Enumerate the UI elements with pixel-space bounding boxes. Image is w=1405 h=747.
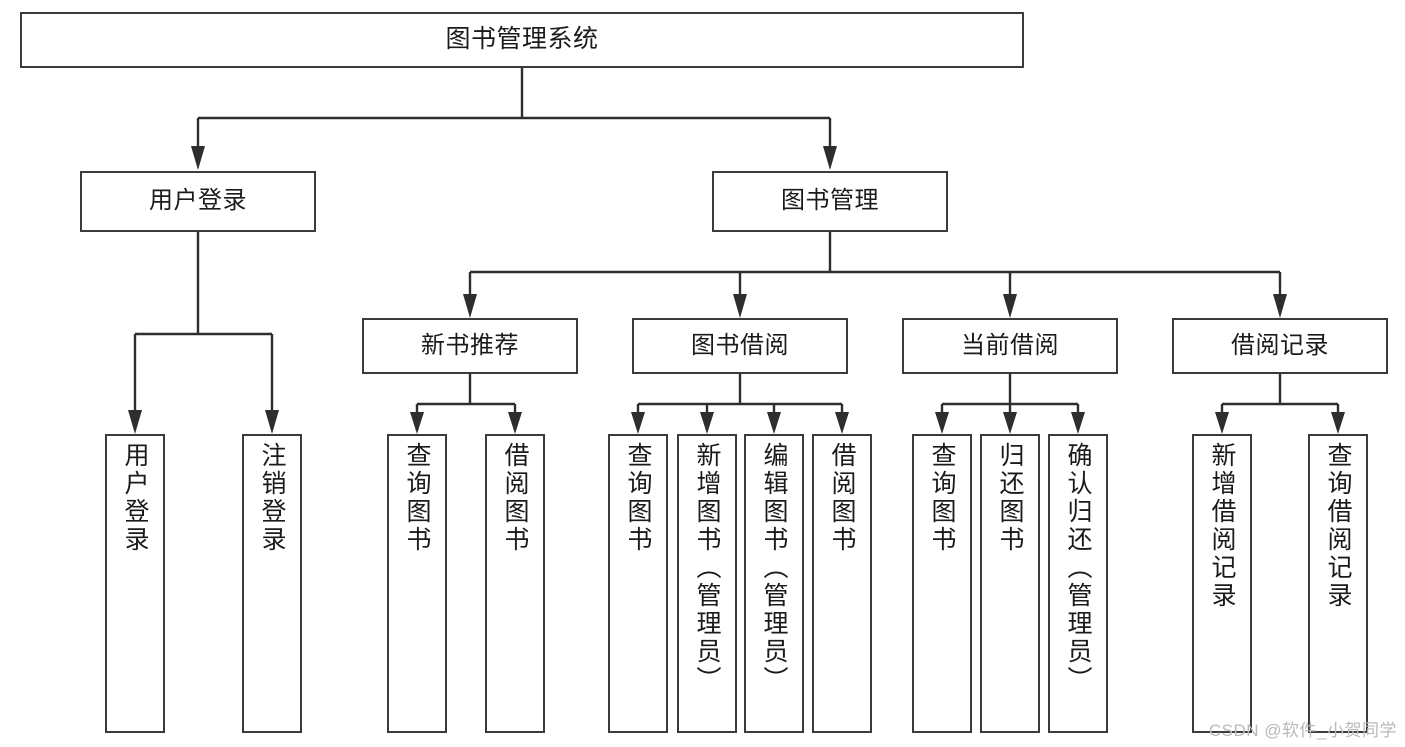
arrowhead-cb-leaf-3 <box>1071 412 1085 434</box>
leaf-query-borrow-record[interactable]: 查询借阅记录 <box>1308 434 1368 733</box>
arrowhead-current-borrow <box>1003 294 1017 318</box>
arrowhead-bb-leaf-2 <box>700 412 714 434</box>
node-label: 图书管理 <box>781 187 879 215</box>
node-current-borrow[interactable]: 当前借阅 <box>902 318 1118 374</box>
csdn-watermark: CSDN @软件_小贺同学 <box>1208 721 1397 740</box>
node-new-book-recommend[interactable]: 新书推荐 <box>362 318 578 374</box>
leaf-query-book-borrow[interactable]: 查询图书 <box>608 434 668 733</box>
arrowhead-bb-leaf-4 <box>835 412 849 434</box>
arrowhead-cb-leaf-1 <box>935 412 949 434</box>
node-label: 确认归还（管理员） <box>1064 442 1092 694</box>
node-label: 借阅记录 <box>1231 331 1329 359</box>
leaf-user-login[interactable]: 用户登录 <box>105 434 165 733</box>
arrowhead-borrow-record <box>1273 294 1287 318</box>
arrowhead-leaf-logout <box>265 410 279 434</box>
node-book-management[interactable]: 图书管理 <box>712 171 948 232</box>
leaf-query-book-recommend[interactable]: 查询图书 <box>387 434 447 733</box>
leaf-borrow-book[interactable]: 借阅图书 <box>812 434 872 733</box>
leaf-logout[interactable]: 注销登录 <box>242 434 302 733</box>
node-label: 用户登录 <box>149 187 247 215</box>
node-label: 新增图书（管理员） <box>693 442 721 694</box>
node-user-login[interactable]: 用户登录 <box>80 171 316 232</box>
leaf-query-book-current[interactable]: 查询图书 <box>912 434 972 733</box>
node-label: 当前借阅 <box>961 331 1059 359</box>
arrowhead-leaf-user-login <box>128 410 142 434</box>
leaf-add-borrow-record[interactable]: 新增借阅记录 <box>1192 434 1252 733</box>
arrowhead-book-borrow <box>733 294 747 318</box>
node-label: 借阅图书 <box>501 442 529 554</box>
leaf-return-book[interactable]: 归还图书 <box>980 434 1040 733</box>
node-label: 查询图书 <box>928 442 956 554</box>
arrowhead-bb-leaf-3 <box>767 412 781 434</box>
node-label: 编辑图书（管理员） <box>760 442 788 694</box>
node-label: 借阅图书 <box>828 442 856 554</box>
node-label: 查询图书 <box>624 442 652 554</box>
arrowhead-nb-leaf-1 <box>410 412 424 434</box>
leaf-confirm-return-admin[interactable]: 确认归还（管理员） <box>1048 434 1108 733</box>
node-label: 查询借阅记录 <box>1324 442 1352 610</box>
arrowhead-br-leaf-2 <box>1331 412 1345 434</box>
node-borrow-record[interactable]: 借阅记录 <box>1172 318 1388 374</box>
arrowhead-new-book <box>463 294 477 318</box>
arrowhead-book-mgmt <box>823 146 837 170</box>
node-label: 图书借阅 <box>691 331 789 359</box>
node-label: 新增借阅记录 <box>1208 442 1236 610</box>
arrowhead-user-login <box>191 146 205 170</box>
node-book-borrow[interactable]: 图书借阅 <box>632 318 848 374</box>
leaf-add-book-admin[interactable]: 新增图书（管理员） <box>677 434 737 733</box>
node-label: 用户登录 <box>121 442 149 554</box>
node-label: 新书推荐 <box>421 331 519 359</box>
node-label: 注销登录 <box>258 442 286 554</box>
arrowhead-bb-leaf-1 <box>631 412 645 434</box>
arrowhead-cb-leaf-2 <box>1003 412 1017 434</box>
node-label: 图书管理系统 <box>445 25 599 54</box>
leaf-borrow-book-recommend[interactable]: 借阅图书 <box>485 434 545 733</box>
leaf-edit-book-admin[interactable]: 编辑图书（管理员） <box>744 434 804 733</box>
node-label: 查询图书 <box>403 442 431 554</box>
arrowhead-br-leaf-1 <box>1215 412 1229 434</box>
node-root-book-management-system[interactable]: 图书管理系统 <box>20 12 1024 68</box>
arrowhead-nb-leaf-2 <box>508 412 522 434</box>
node-label: 归还图书 <box>996 442 1024 554</box>
